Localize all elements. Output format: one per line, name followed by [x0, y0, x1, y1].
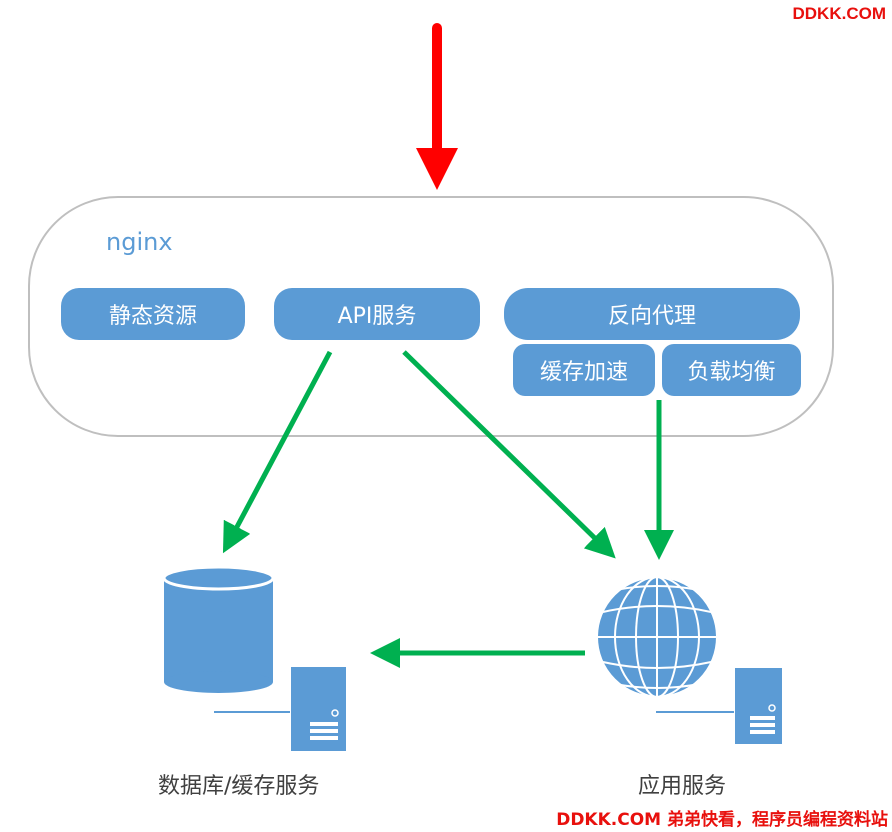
nginx-label: nginx [106, 228, 173, 256]
db-cache-caption: 数据库/缓存服务 [158, 774, 320, 799]
watermark-top: DDKK.COM [792, 4, 887, 23]
reverse-proxy-box: 反向代理 [504, 288, 800, 340]
server-icon [214, 667, 346, 751]
cache-acceleration-box: 缓存加速 [513, 344, 655, 396]
api-to-db-arrow [222, 350, 333, 554]
api-service-box: API服务 [274, 288, 480, 340]
globe-icon [596, 576, 718, 698]
watermark-bottom: DDKK.COM 弟弟快看，程序员编程资料站 [556, 810, 888, 830]
app-service-caption: 应用服务 [638, 774, 727, 799]
load-balancing-box: 负载均衡 [662, 344, 801, 396]
api-to-app-arrow [402, 350, 616, 559]
static-resources-box: 静态资源 [61, 288, 245, 340]
server-icon [656, 668, 782, 744]
database-icon [162, 565, 275, 693]
incoming-arrow [416, 23, 458, 190]
